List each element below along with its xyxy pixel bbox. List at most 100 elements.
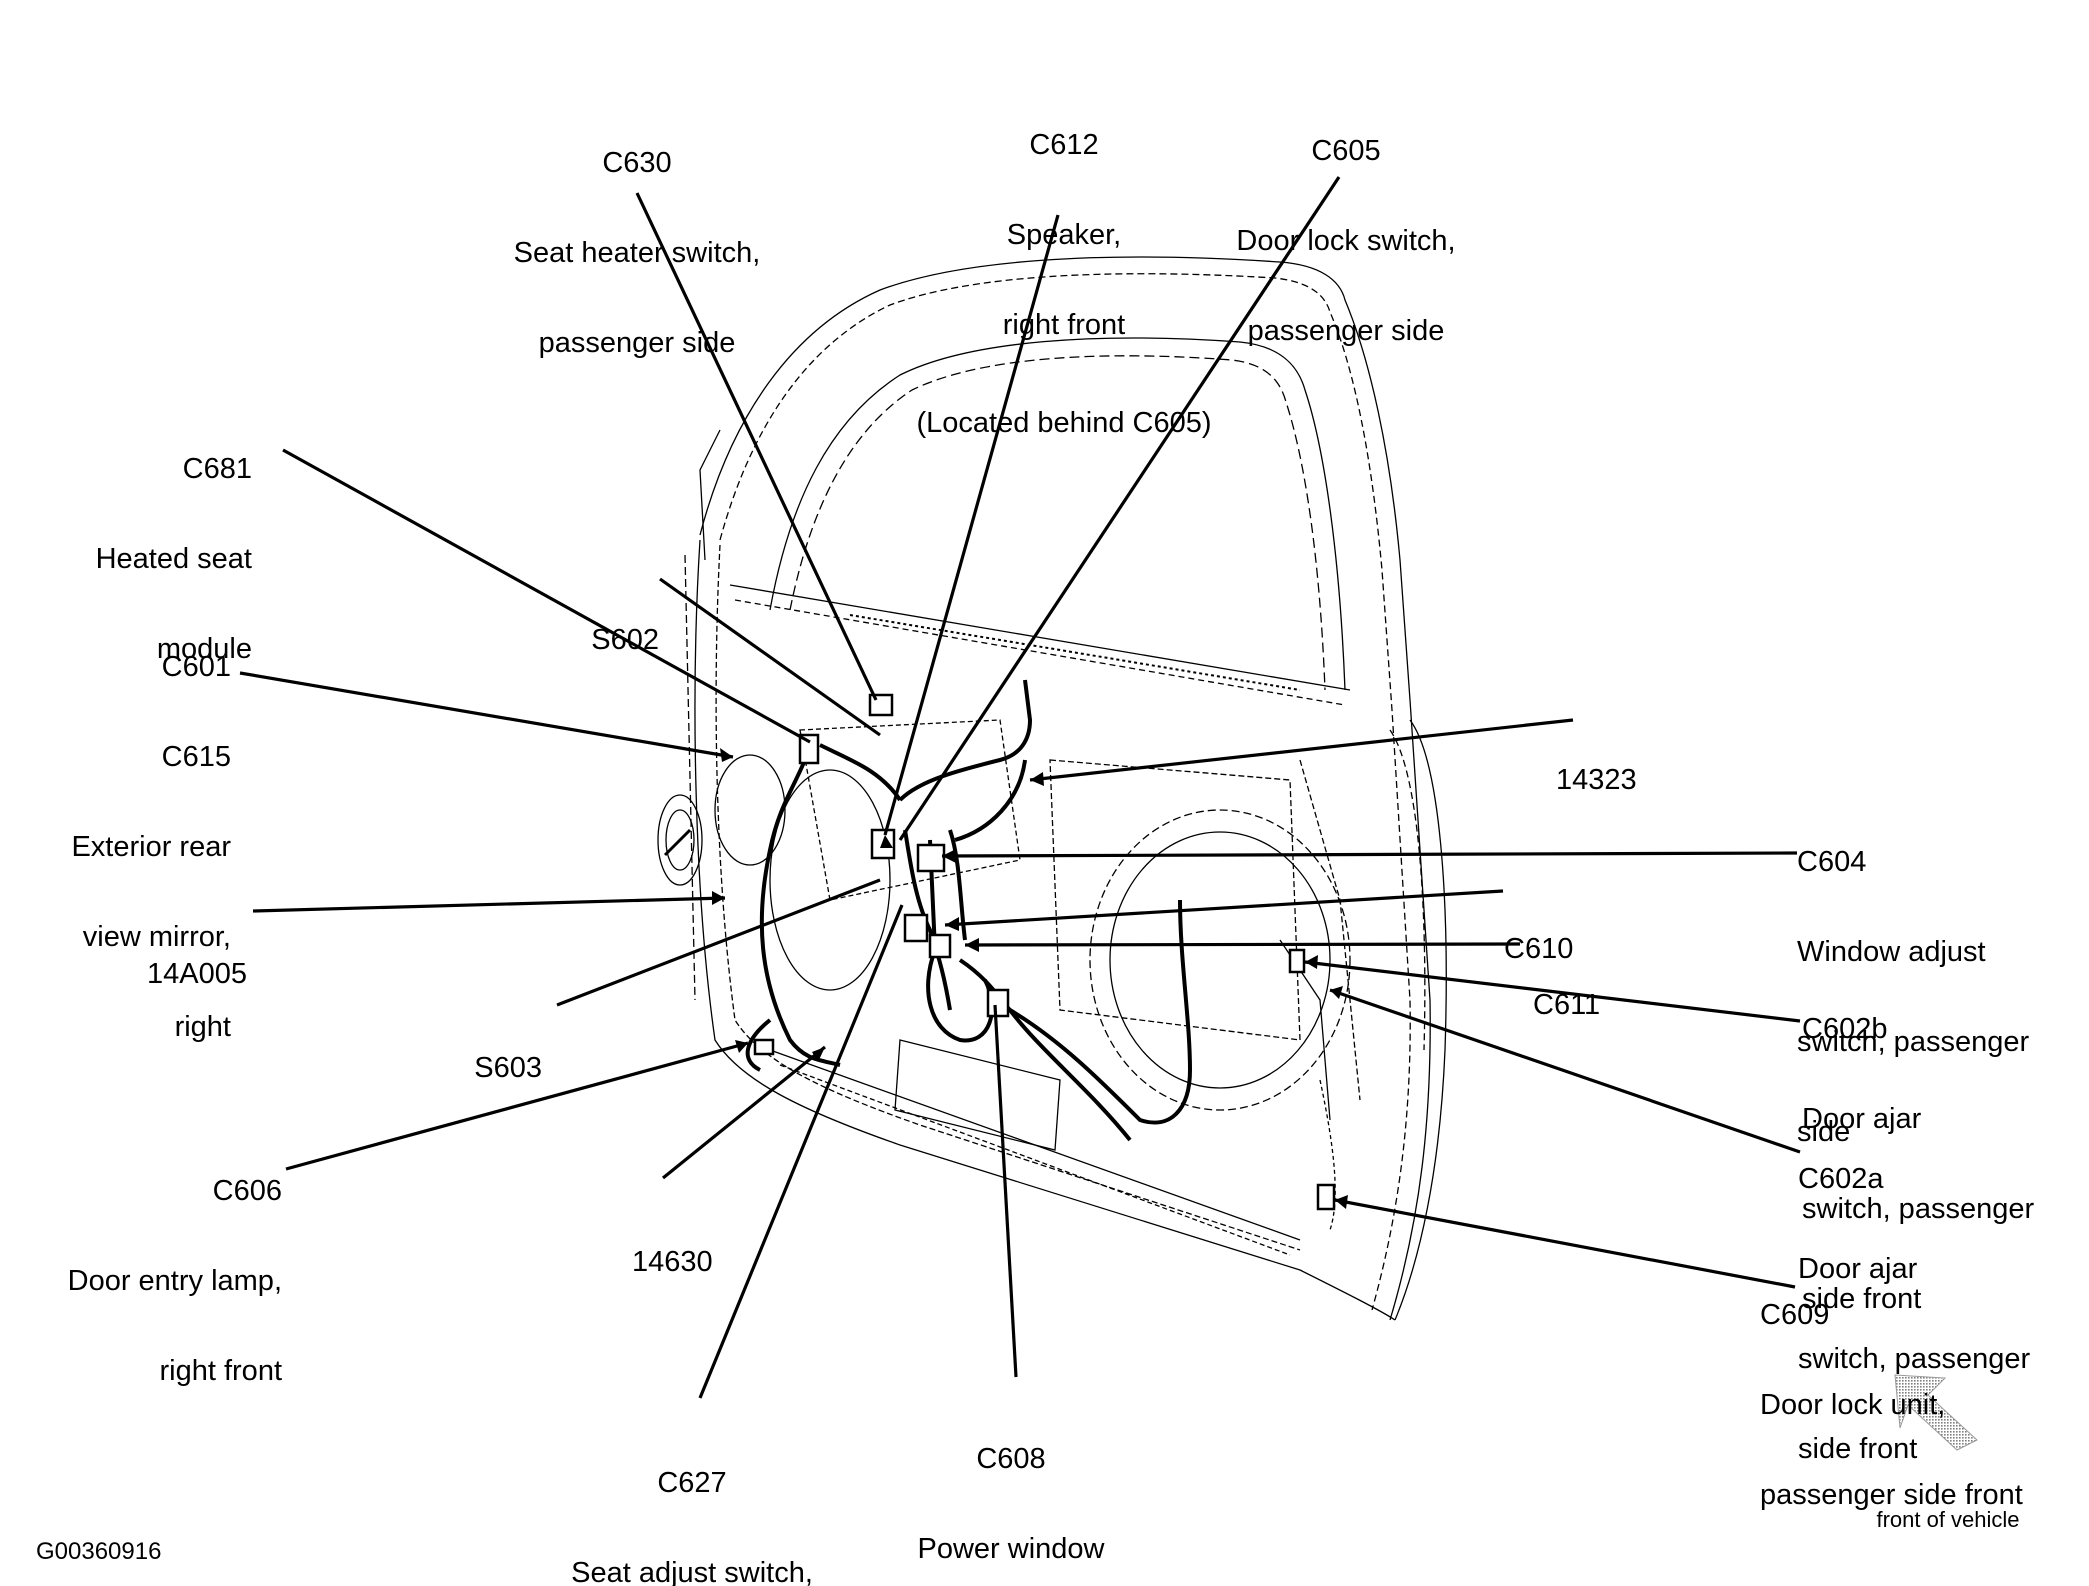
callout-desc: right front <box>159 1355 283 1387</box>
callout-desc: switch, passenger <box>1797 1026 2030 1058</box>
callout-c611: C611 <box>1533 930 1600 1080</box>
connector-c608 <box>986 988 1010 1018</box>
callout-s603: S603 <box>474 993 542 1143</box>
callout-14a005: 14A005 <box>147 899 247 1049</box>
callout-c610: C610 <box>1504 874 1573 1024</box>
callout-c606: C606 Door entry lamp, right front <box>68 1116 282 1446</box>
leader-14630 <box>661 1045 827 1180</box>
callout-14630: 14630 <box>632 1187 713 1337</box>
orientation-text: front of vehicle <box>1876 1507 2020 1532</box>
callout-code: C627 <box>657 1467 727 1499</box>
figure-id: G00360916 <box>36 1487 161 1586</box>
callout-desc: module <box>156 633 252 665</box>
callout-code: C609 <box>1760 1299 1830 1331</box>
connector-c602b <box>1288 948 1306 974</box>
callout-c681: C681 Heated seat module <box>96 394 252 724</box>
leader-c605 <box>898 176 1341 841</box>
callout-c608: C608 Power window motor, passenger side … <box>899 1384 1123 1586</box>
connector-c610 <box>903 913 929 943</box>
leader-s603 <box>556 878 881 1007</box>
connector-c609 <box>1316 1183 1336 1211</box>
connector-c606 <box>753 1038 775 1056</box>
callout-code: C610 <box>1504 933 1574 965</box>
callout-code: S603 <box>474 1052 542 1084</box>
callout-c602b: C602b Door ajar switch, passenger side f… <box>1802 954 2034 1374</box>
leader-c608 <box>993 1004 1018 1378</box>
leader-c602b <box>1304 960 1801 1023</box>
leader-14323 <box>1029 718 1574 782</box>
callout-c605: C605 Door lock switch, passenger side <box>1236 76 1455 406</box>
leader-c630 <box>635 192 878 701</box>
callout-desc: Door ajar <box>1802 1103 1922 1135</box>
callout-code: C602b <box>1802 1013 1888 1045</box>
arrowhead-c602a <box>1330 986 1343 999</box>
callout-desc: Heated seat <box>95 543 252 575</box>
figure-id-text: G00360916 <box>36 1538 162 1565</box>
callout-desc: side front <box>1802 1283 1922 1315</box>
callout-desc: passenger side <box>538 327 736 359</box>
callout-code: C615 <box>161 741 231 773</box>
arrowhead-c606 <box>735 1040 748 1053</box>
wiring-harness <box>745 679 1193 1142</box>
callout-code: C608 <box>976 1443 1046 1475</box>
callout-desc: right front <box>1002 309 1126 341</box>
callout-desc: Door ajar <box>1798 1253 1918 1285</box>
callout-code: C605 <box>1311 135 1381 167</box>
callout-c601-c615: C601 C615 Exterior rear view mirror, rig… <box>71 592 231 1102</box>
callout-desc: Door lock switch, <box>1236 225 1456 257</box>
callout-code: C611 <box>1533 989 1601 1021</box>
leader-c602a <box>1329 988 1801 1154</box>
callout-code: C606 <box>212 1175 282 1207</box>
callout-desc: side front <box>1798 1433 1918 1465</box>
callout-c612: C612 Speaker, right front (Located behin… <box>916 70 1211 498</box>
leader-c612 <box>883 214 1060 836</box>
callout-desc: Seat heater switch, <box>513 237 761 269</box>
callout-desc: Exterior rear <box>71 831 231 863</box>
connectors <box>753 693 1336 1211</box>
callout-desc: Window adjust <box>1797 936 1986 968</box>
leader-c627 <box>698 904 904 1399</box>
callout-desc: Power window <box>917 1533 1105 1565</box>
connector-c604 <box>916 843 946 873</box>
leader-c604 <box>941 851 1798 858</box>
leader-14a005 <box>252 896 726 913</box>
callout-desc: passenger side front <box>1760 1479 2023 1511</box>
leader-c681 <box>282 448 811 744</box>
callout-desc: switch, passenger <box>1802 1193 2035 1225</box>
arrowhead-c611 <box>965 938 979 952</box>
callout-c627: C627 Seat adjust switch, passenger side <box>571 1408 813 1586</box>
callout-desc: right <box>174 1011 231 1043</box>
arrowhead-14323 <box>1030 772 1044 786</box>
leader-c610 <box>944 889 1504 927</box>
arrowhead-c602b <box>1305 955 1318 969</box>
callout-code: C681 <box>182 453 252 485</box>
callout-c609: C609 Door lock unit, passenger side fron… <box>1760 1240 2023 1570</box>
arrowhead-c601 <box>720 748 733 762</box>
connector-c611 <box>928 933 952 959</box>
leader-s602 <box>659 577 881 737</box>
arrowhead-c609 <box>1335 1195 1348 1209</box>
arrowhead-14a005 <box>712 891 725 905</box>
callout-desc: Seat adjust switch, <box>571 1557 813 1586</box>
leader-c601 <box>239 671 734 759</box>
callout-code: 14A005 <box>147 958 247 990</box>
callout-code: 14630 <box>632 1246 713 1278</box>
callout-desc: passenger side <box>1247 315 1445 347</box>
leader-lines <box>239 176 1801 1399</box>
leader-c606 <box>285 1041 749 1171</box>
callout-14323: 14323 <box>1556 705 1637 855</box>
callout-desc: Door entry lamp, <box>67 1265 282 1297</box>
callout-code: C630 <box>602 147 672 179</box>
callout-desc: Speaker, <box>1006 219 1122 251</box>
front-of-vehicle-label: front of vehicle <box>1876 1460 2019 1580</box>
leader-c609 <box>1334 1198 1796 1289</box>
arrowhead-c604 <box>942 849 956 863</box>
callout-desc: Door lock unit, <box>1760 1389 1946 1421</box>
callout-c602a: C602a Door ajar switch, passenger side f… <box>1798 1104 2030 1524</box>
leader-c611 <box>964 942 1521 947</box>
arrowhead-c612 <box>880 835 893 848</box>
callout-c604: C604 Window adjust switch, passenger sid… <box>1797 787 2029 1207</box>
callout-note: (Located behind C605) <box>916 407 1212 439</box>
